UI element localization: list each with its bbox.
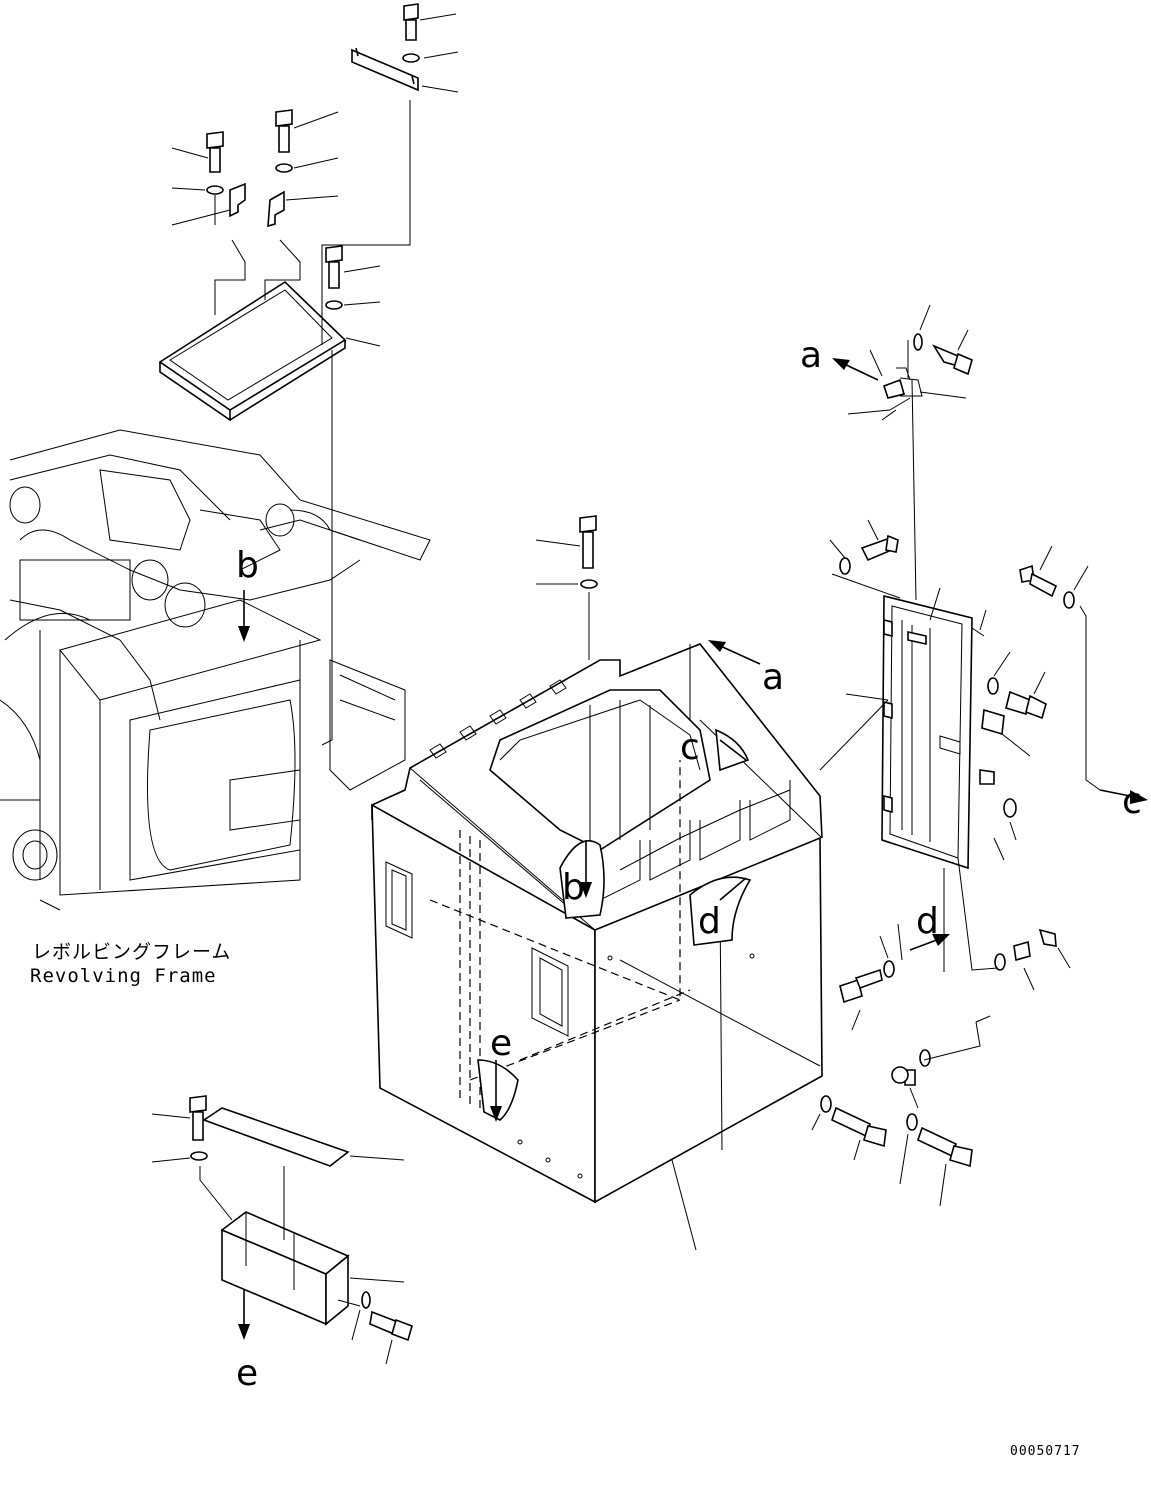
drawing-number: 00050717	[1010, 1444, 1081, 1459]
top-cover-assembly	[158, 47, 419, 746]
main-box-frame	[371, 643, 889, 1251]
fasteners	[151, 3, 1089, 1365]
revolving-frame-outline	[0, 429, 431, 911]
callout-b-box: b	[562, 867, 585, 908]
callout-d-center: d	[698, 901, 721, 942]
callout-c-right: c	[1122, 781, 1142, 822]
frame-label-japanese: レボルビングフレーム	[32, 941, 232, 963]
callout-b-frame: b	[236, 545, 259, 586]
callout-a-center: a	[762, 657, 785, 698]
frame-label-english: Revolving Frame	[30, 965, 217, 987]
reference-arrows	[238, 358, 1148, 1340]
callout-c-center: c	[680, 727, 700, 768]
callout-a-upper: a	[800, 335, 823, 376]
small-box-assembly	[199, 1107, 405, 1326]
callout-e-bottom: e	[236, 1353, 259, 1394]
callout-d-right: d	[916, 901, 939, 942]
callout-e-box: e	[490, 1023, 513, 1064]
side-door-panel	[831, 340, 1101, 1061]
